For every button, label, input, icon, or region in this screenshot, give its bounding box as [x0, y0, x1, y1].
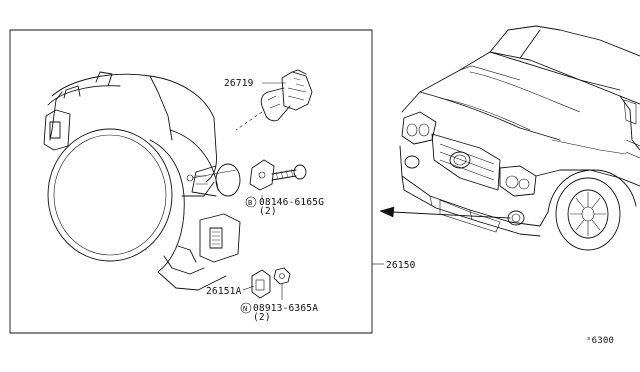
fog-lamp-assembly — [43, 71, 241, 291]
vehicle-front-view — [399, 25, 640, 251]
location-arrow — [379, 206, 511, 219]
vehicle-fog-lamp-left — [507, 210, 525, 226]
vehicle-fog-lamp-right — [404, 155, 420, 169]
bulb-26719: 26719 — [224, 69, 313, 131]
callout-08913-6365A: 08913-6365A — [253, 303, 318, 314]
callout-nut-qty: (2) — [253, 312, 271, 323]
lamp-lens — [47, 128, 173, 262]
parts-frame — [9, 29, 373, 334]
bolt-08146-6165g: B 08146-6165G (2) — [245, 159, 324, 217]
callout-bolt-qty: (2) — [259, 206, 277, 217]
callout-26150: 26150 — [386, 260, 416, 271]
callout-08146-6165G: 08146-6165G — [259, 197, 324, 208]
lamp-callout: 26150 — [372, 260, 416, 271]
clip-and-nut: 26151A N 08913-6365A (2) — [206, 267, 318, 323]
callout-26719: 26719 — [224, 78, 254, 89]
front-wheel — [555, 177, 621, 251]
diagram-code: ˢ6300 — [586, 336, 614, 346]
callout-nut-prefix: N — [243, 305, 247, 313]
callout-bolt-prefix: B — [248, 199, 252, 207]
callout-26151A: 26151A — [206, 286, 242, 297]
